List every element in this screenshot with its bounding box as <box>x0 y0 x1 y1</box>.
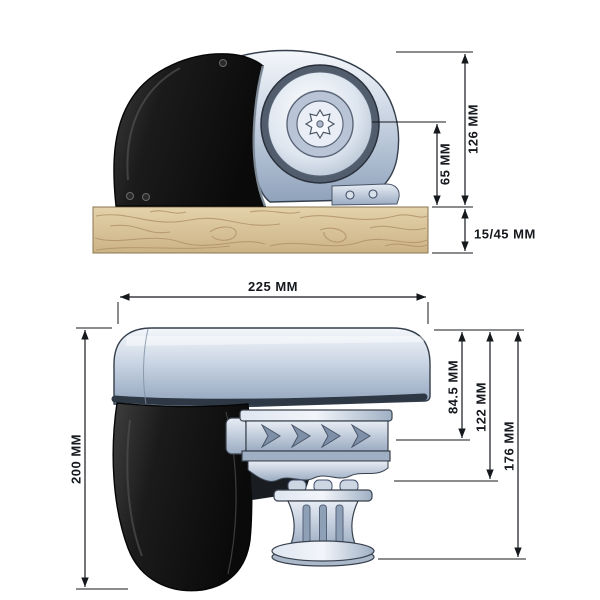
deck-plank-body <box>92 206 429 254</box>
dimension-overall-height: 126 MM <box>396 51 480 208</box>
drum-base-flange <box>271 540 375 562</box>
chain-pocket-icon <box>320 423 341 449</box>
dimension-clearance-1: 84.5 MM <box>396 329 524 441</box>
dimension-gypsy-height: 65 MM <box>372 121 452 205</box>
gypsy-lower-plate <box>241 450 391 462</box>
bottom-view: 225 MM 200 MM 84.5 MM 122 MM 176 MM <box>68 279 526 592</box>
dim-label-176: 176 MM <box>501 421 516 471</box>
cover-screw-icon <box>126 192 134 200</box>
cover-highlight <box>126 67 181 181</box>
drum-top-flange <box>273 489 373 502</box>
capstan-drum <box>271 479 375 567</box>
drum-rib <box>302 504 311 544</box>
dim-label-65: 65 MM <box>437 143 452 185</box>
foot-bolt-icon <box>368 189 378 199</box>
deck-plank <box>92 206 429 254</box>
gypsy-top-plate <box>239 409 393 422</box>
housing-sheen <box>126 336 425 346</box>
dim-label-deck: 15/45 MM <box>474 226 536 241</box>
top-view: 126 MM 65 MM 15/45 MM <box>92 49 536 254</box>
housing-seam <box>143 328 149 405</box>
lower-motor-cover <box>112 402 253 592</box>
dim-label-200: 200 MM <box>68 434 83 484</box>
cover-screw-icon <box>219 59 227 67</box>
mounting-foot <box>331 183 400 206</box>
lower-cover-highlight <box>126 419 143 557</box>
wood-grain <box>94 210 428 251</box>
dimension-overall-width: 225 MM <box>117 279 429 324</box>
dim-label-126: 126 MM <box>465 104 480 154</box>
drum-rib <box>319 504 327 544</box>
clutch-knob <box>225 417 247 455</box>
chain-pocket-icon <box>350 423 371 449</box>
dim-label-122: 122 MM <box>473 382 488 432</box>
chain-pocket-icon <box>290 423 311 449</box>
cover-screw-icon <box>142 193 150 201</box>
chainwheel-drum <box>260 64 380 184</box>
dimension-overall-height-bottom: 200 MM <box>68 327 128 590</box>
hub-center <box>316 120 324 128</box>
drum-rib <box>335 504 344 544</box>
dimension-clearance-3: 176 MM <box>378 332 526 560</box>
foot-bolt-icon <box>345 190 355 200</box>
dimension-deck-thickness: 15/45 MM <box>432 209 536 254</box>
windlass-side-profile <box>113 49 400 207</box>
gypsy-assembly <box>225 409 393 482</box>
dimension-clearance-2: 122 MM <box>394 332 498 482</box>
dim-label-84-5: 84.5 MM <box>445 360 460 414</box>
motor-cover <box>113 53 267 207</box>
chain-stripper <box>247 460 389 482</box>
chain-pocket-icon <box>260 423 281 449</box>
housing-dark-band <box>111 393 428 406</box>
dim-label-225: 225 MM <box>248 279 298 294</box>
cover-rim <box>252 65 267 207</box>
